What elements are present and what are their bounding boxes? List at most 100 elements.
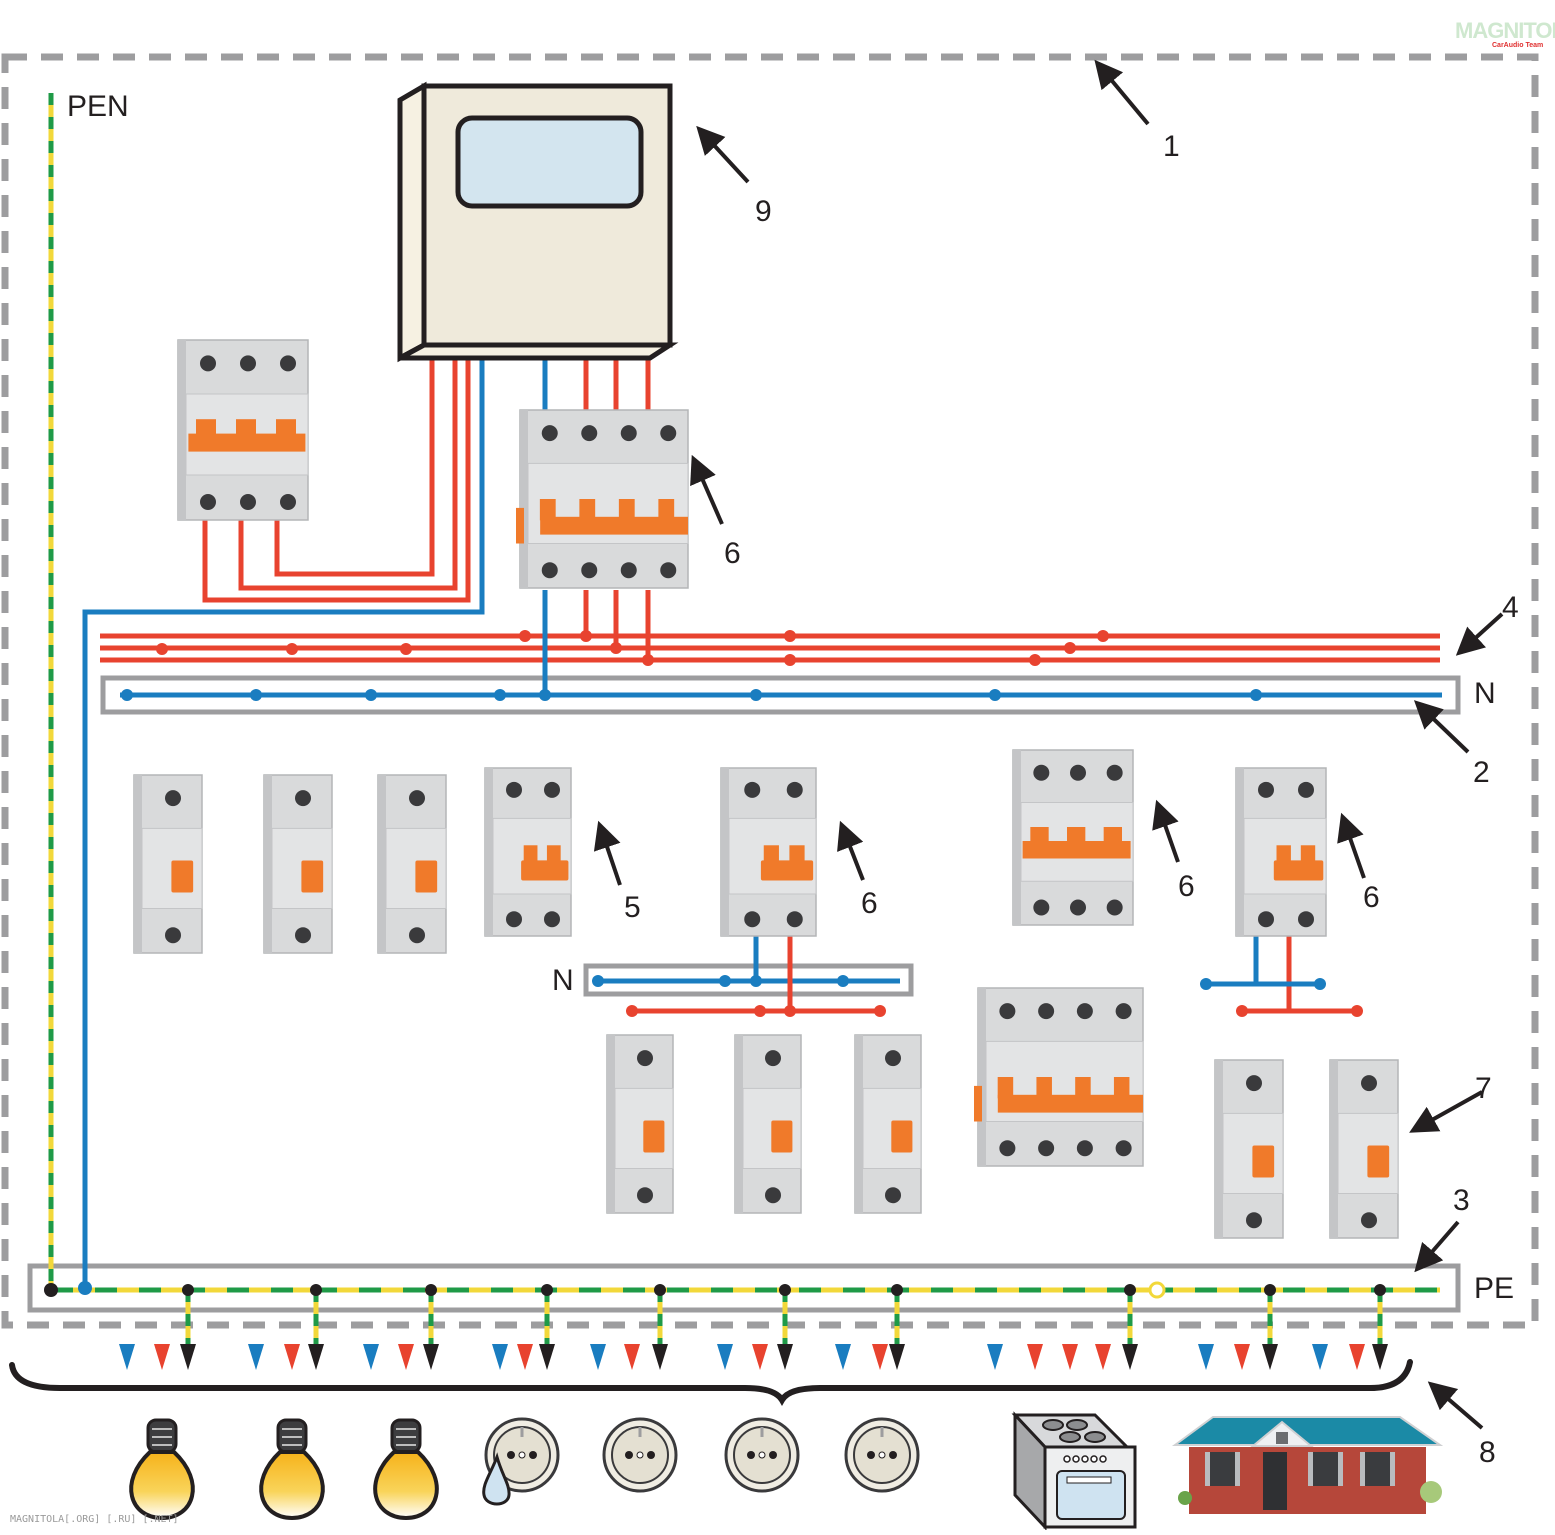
- house-icon: [1171, 1416, 1444, 1514]
- callout-4-label: 4: [1502, 591, 1519, 624]
- mcb-1pole-lamp-1: [133, 774, 203, 954]
- junction-dot: [1264, 1284, 1276, 1296]
- pen-pe-junction: [44, 1283, 58, 1297]
- socket-3-center: [758, 1451, 766, 1459]
- line: [755, 0, 1070, 648]
- mcb-1pole-socket-2-terminal-bottom-1: [765, 1187, 781, 1204]
- lamp-1-phase-arrow: [154, 1344, 170, 1370]
- breaker-3pole-stove-terminal-top-1: [1033, 764, 1050, 781]
- junction-dot: [592, 975, 604, 987]
- callout-8-label: 8: [1479, 1436, 1496, 1469]
- socket-3-neutral-arrow: [835, 1344, 851, 1370]
- callout-6d-label: 6: [1363, 881, 1380, 914]
- pe-busbar-label: PE: [1474, 1272, 1514, 1305]
- junction-dot: [310, 1284, 322, 1296]
- callout-7-arrow: [1409, 1090, 1483, 1133]
- socket-2-center: [636, 1451, 644, 1459]
- junction-dot: [750, 975, 762, 987]
- stove-pe-arrow: [1122, 1344, 1138, 1370]
- socket-4-pin-hole-2: [889, 1451, 897, 1459]
- rcd-4pole-stove-terminal-bottom-2: [1038, 1140, 1055, 1157]
- socket-2-pin-hole-2: [647, 1451, 655, 1459]
- house-door: [1263, 1452, 1287, 1510]
- lamp-2-neutral-arrow: [248, 1344, 264, 1370]
- mcb-1pole-lamp-2-side: [264, 775, 272, 953]
- neutral-busbar: [100, 675, 1461, 715]
- line: [1242, 0, 1346, 1235]
- junction-dot: [754, 1005, 766, 1017]
- mcb-1pole-lamp-1-terminal-top-1: [165, 790, 181, 807]
- rcd-2pole-wet-terminal-bottom-1: [506, 911, 522, 928]
- socket-2-pin-hole-1: [625, 1451, 633, 1459]
- rcd-2pole-wet-lever-tab-1: [523, 845, 538, 866]
- line: [632, 0, 1040, 1011]
- lamp-3-phase-arrow: [398, 1344, 414, 1370]
- mcb-1pole-socket-3-lever: [891, 1120, 913, 1153]
- wires: [48, 0, 1440, 1370]
- socket-2-phase-arrow: [752, 1344, 768, 1370]
- house-window-3: [1365, 1452, 1390, 1486]
- callout-5-label: 5: [624, 891, 641, 924]
- mcb-1pole-socket-1-terminal-top-1: [637, 1050, 653, 1067]
- junction-dot: [519, 630, 531, 642]
- callout-9-label: 9: [755, 195, 772, 228]
- junction-dots: [44, 630, 1386, 1299]
- rcd-2pole-sockets-side: [721, 768, 729, 936]
- stove-burner-2: [1066, 1419, 1088, 1431]
- callout-6c-arrow: [1152, 799, 1180, 863]
- rcd-4pole-stove-terminal-top-1: [999, 1003, 1016, 1020]
- lamp-2-light-bulb-icon: [259, 1418, 325, 1521]
- breaker-3pole-stove-lever-tab-3: [1103, 827, 1122, 845]
- main-breaker-3pole-terminal-bottom-1: [200, 494, 216, 510]
- energy-meter: [397, 81, 679, 363]
- lamp-1-bulb-glass: [129, 1450, 195, 1521]
- callout-2-label: 2: [1473, 756, 1490, 789]
- junction-dot: [1351, 1005, 1363, 1017]
- callout-6a-label: 6: [724, 537, 741, 570]
- mcb-1pole-lamp-2-lever: [301, 860, 324, 893]
- callout-7-label: 7: [1475, 1072, 1492, 1105]
- junction-dot: [989, 689, 1001, 701]
- rcd-2pole-wet: [484, 767, 572, 937]
- main-breaker-3pole-lever-tab-1: [196, 419, 216, 438]
- mcb-1pole-house-2: [1329, 1059, 1399, 1239]
- socket-1-pe-arrow: [652, 1344, 668, 1370]
- main-rcd-4pole-side: [520, 410, 528, 588]
- mcb-1pole-house-1-lever: [1252, 1145, 1275, 1178]
- lamp-3-bulb-glass: [373, 1450, 439, 1521]
- breaker-3pole-stove-lever-tab-1: [1030, 827, 1049, 845]
- rcd-4pole-stove-lever-tab-2: [1036, 1077, 1052, 1099]
- main-rcd-4pole-lever-tab-2: [579, 499, 596, 521]
- house-roof: [1171, 1416, 1444, 1446]
- rcd-2pole-house-lever-tab-2: [1300, 845, 1316, 866]
- line: [995, 0, 1346, 695]
- loads-brace: [9, 1359, 1413, 1406]
- socket-3-pin-hole-1: [747, 1451, 755, 1459]
- junction-dot: [182, 1284, 194, 1296]
- breaker-3pole-stove-terminal-top-2: [1070, 764, 1086, 781]
- rcd-2pole-sockets-terminal-top-1: [744, 781, 761, 798]
- house-n1-arrow: [1198, 1344, 1214, 1370]
- junction-dot: [784, 654, 796, 666]
- house-mcb-2-arrow: [1349, 1344, 1365, 1370]
- line: [775, 0, 1256, 695]
- callout-6a-arrow: [690, 454, 724, 525]
- breaker-3pole-stove-side: [1013, 750, 1021, 925]
- stove-knob-1: [1063, 1455, 1071, 1463]
- loads: [9, 1359, 1444, 1531]
- main-breaker-3pole-side: [178, 340, 186, 520]
- main-rcd-4pole-test-button: [516, 507, 524, 544]
- rcd-4pole-stove-lever: [997, 1094, 1143, 1113]
- callout-5-arrow: [593, 820, 622, 886]
- main-rcd-4pole-terminal-bottom-2: [581, 562, 598, 579]
- rcd-2pole-house-side: [1236, 768, 1244, 936]
- rcd-4pole-stove-terminal-top-3: [1076, 1003, 1093, 1020]
- callout-1-label: 1: [1163, 130, 1180, 163]
- main-to-meter-L1: [202, 350, 471, 603]
- neutral-busbar-label: N: [1474, 677, 1496, 710]
- socket-3-socket-icon: [724, 1417, 800, 1493]
- junction-dot: [1124, 1284, 1136, 1296]
- mcb-1pole-socket-3-side: [855, 1035, 863, 1213]
- main-rcd-4pole-terminal-top-1: [541, 425, 558, 442]
- mcb-1pole-lamp-2: [263, 774, 333, 954]
